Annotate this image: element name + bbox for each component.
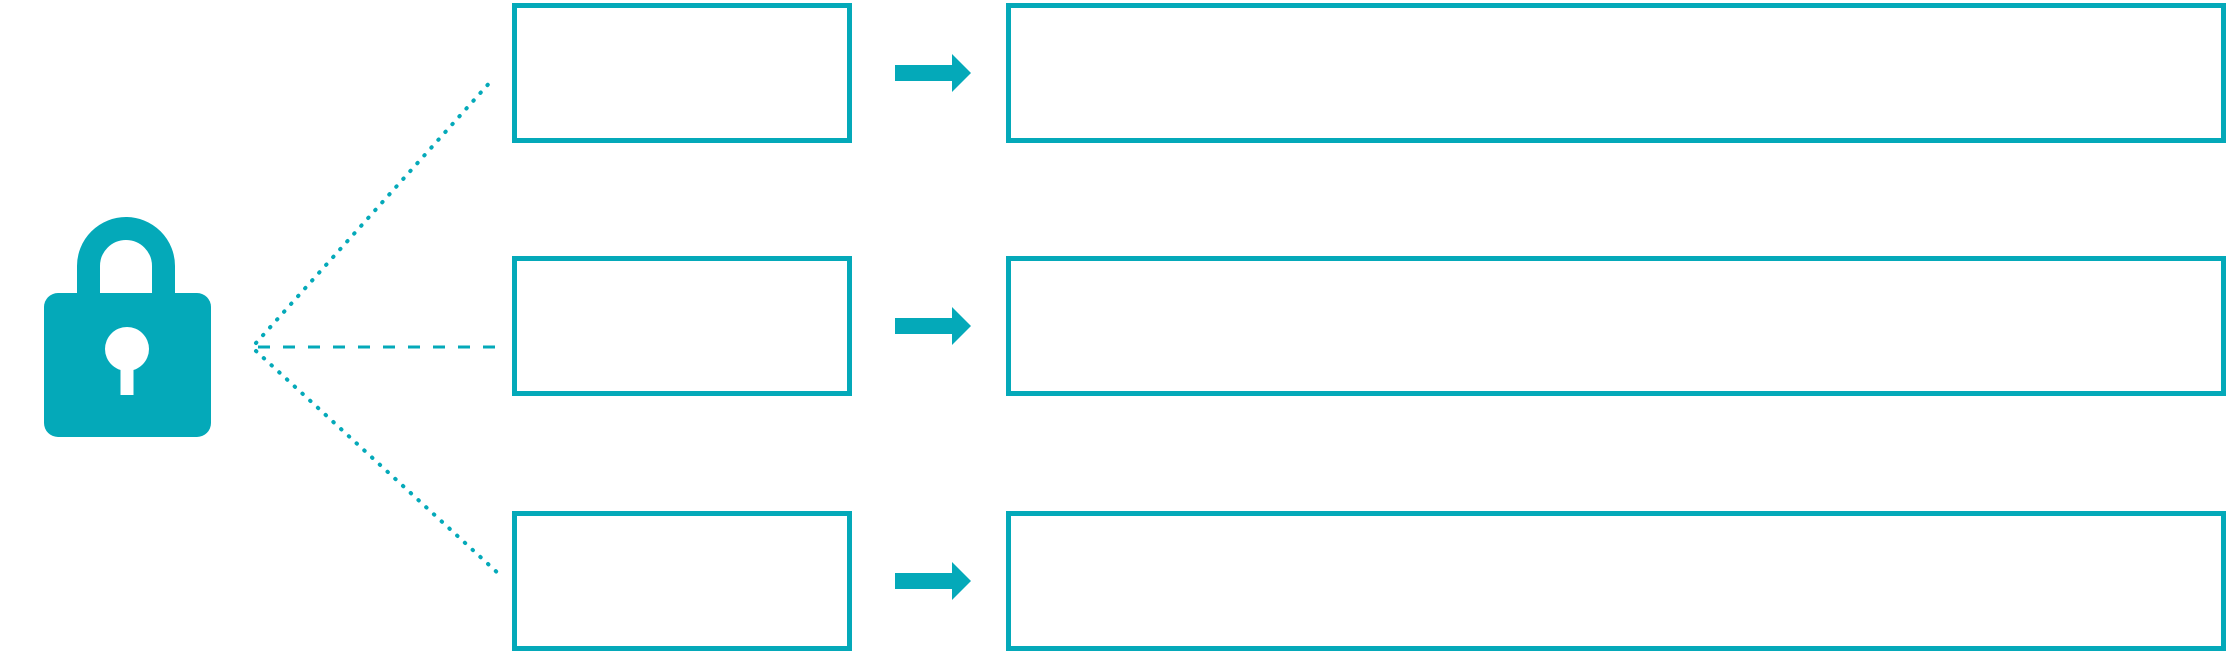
- right-arrow-icon: [895, 562, 971, 600]
- dotted-connector-top: [254, 78, 494, 345]
- keyhole-circle: [105, 327, 149, 371]
- right-arrow-shape: [895, 307, 971, 345]
- diagram-row-2: [0, 256, 2229, 396]
- description-box-1: [1006, 3, 2226, 143]
- diagram-row-3: [0, 511, 2229, 651]
- key-point-box-2: [512, 256, 852, 396]
- right-arrow-shape: [895, 54, 971, 92]
- right-arrow-icon: [895, 307, 971, 345]
- key-point-box-3: [512, 511, 852, 651]
- right-arrow-shape: [895, 562, 971, 600]
- lock-shackle: [77, 217, 175, 296]
- diagram-row-1: [0, 3, 2229, 143]
- key-point-box-1: [512, 3, 852, 143]
- lock-icon: [44, 217, 211, 437]
- description-box-3: [1006, 511, 2226, 651]
- description-box-2: [1006, 256, 2226, 396]
- connector-lines: [254, 78, 505, 577]
- right-arrow-icon: [895, 54, 971, 92]
- keyhole-stem: [120, 355, 134, 395]
